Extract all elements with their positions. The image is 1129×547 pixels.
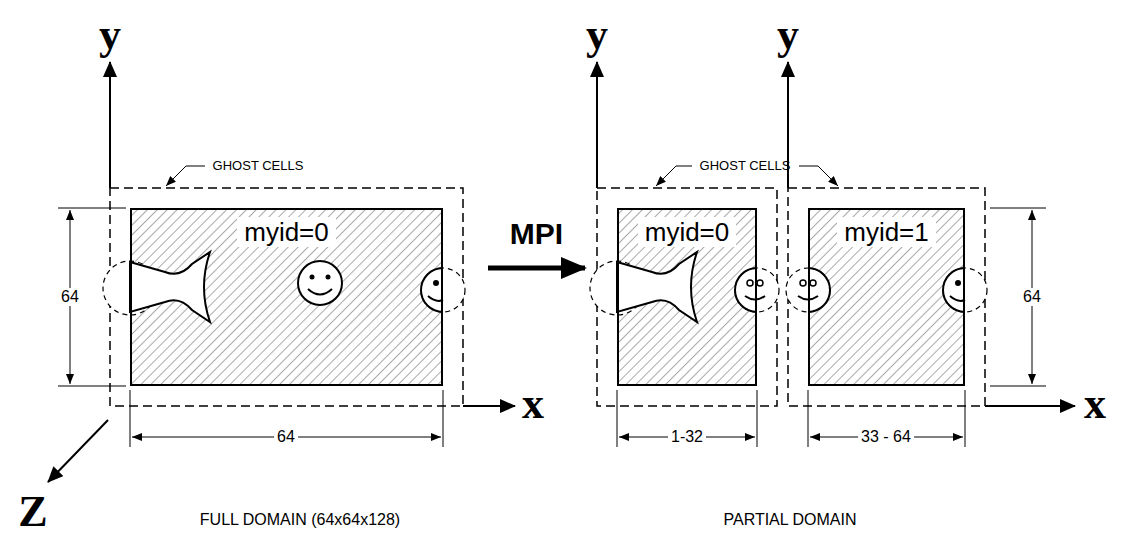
drawing-part (463, 405, 515, 407)
domain-box: myid=1 (808, 208, 965, 386)
dimension-label: 1-32 (668, 428, 706, 446)
label-text: 33 - 64 (861, 428, 911, 446)
label-text: 64 (277, 428, 295, 446)
drawing-part (310, 275, 315, 280)
drawing-part (326, 275, 331, 280)
label-text: Z (18, 488, 47, 536)
fish-figure (103, 252, 210, 322)
label-text: FULL DOMAIN (64x64x128) (200, 511, 400, 529)
drawing-part (433, 280, 439, 286)
label-text: GHOST CELLS (213, 158, 304, 174)
label-text: x (1084, 380, 1106, 428)
drawing-part (943, 268, 987, 312)
drawing-part (130, 390, 131, 447)
domain-box: myid=0 (617, 208, 757, 386)
callout-label: GHOST CELLS (700, 158, 791, 174)
hatch-fill (617, 208, 757, 386)
axis-label: y (99, 11, 121, 59)
label-text: 64 (61, 288, 79, 306)
arrow-label: MPI (506, 217, 567, 251)
dimension-label: 33 - 64 (858, 428, 914, 446)
caption-label: PARTIAL DOMAIN (723, 511, 856, 529)
drawing-part (799, 166, 838, 186)
drawing-part (985, 405, 1075, 407)
drawing-part (965, 390, 966, 447)
drawing-part (48, 420, 108, 482)
drawing-part (428, 296, 443, 301)
drawing-part (421, 268, 465, 312)
drawing-part (443, 390, 444, 447)
dimension-label: 64 (58, 288, 82, 306)
hatch-fill (808, 208, 965, 386)
drawing-part (745, 296, 765, 300)
drawing-part (757, 280, 763, 286)
label-text: 1-32 (671, 428, 703, 446)
drawing-part (800, 280, 806, 286)
axis-label: x (1084, 380, 1106, 428)
axis-label: x (522, 380, 544, 428)
drawing-part (656, 166, 692, 186)
drawing-part (808, 390, 809, 447)
process-id-label: myid=0 (638, 217, 737, 247)
axis-arrow (48, 62, 1075, 482)
drawing-part (58, 208, 126, 209)
drawing-part (166, 166, 205, 186)
boundary-smiley (943, 268, 987, 312)
boundary-smiley (421, 268, 465, 312)
axis-label: y (777, 11, 799, 59)
drawing-part (810, 280, 816, 286)
drawing-part (943, 268, 965, 312)
hatch-fill (130, 208, 443, 386)
axis-label: Z (18, 488, 47, 536)
drawing-part (110, 188, 463, 406)
drawing-part (617, 390, 618, 447)
transfer-arrow (488, 266, 585, 271)
label-text: x (522, 380, 544, 428)
ghost-cell-outline (110, 188, 985, 406)
drawing-part (747, 280, 753, 286)
label-text: y (99, 11, 121, 59)
label-text: 64 (1023, 288, 1041, 306)
drawing-part (58, 386, 126, 387)
label-text: y (586, 11, 608, 59)
axis-label: y (586, 11, 608, 59)
drawing-part (109, 62, 111, 188)
drawing-part (421, 268, 443, 312)
process-id-label: myid=0 (237, 217, 336, 247)
drawing-part (308, 289, 332, 295)
drawing-part (130, 252, 210, 322)
dimension-line (58, 208, 1046, 447)
domain-box: myid=0 (130, 208, 443, 386)
drawing-part (808, 268, 830, 312)
drawing-part (990, 208, 1046, 209)
label-text: y (777, 11, 799, 59)
caption-label: FULL DOMAIN (64x64x128) (200, 511, 400, 529)
process-id-label: myid=1 (837, 217, 936, 247)
drawing-part (298, 261, 342, 305)
drawing-part (990, 386, 1046, 387)
callout-label: GHOST CELLS (213, 158, 304, 174)
boundary-smiley (735, 268, 779, 312)
dimension-label: 64 (274, 428, 298, 446)
label-text: GHOST CELLS (700, 158, 791, 174)
fish-figure (590, 252, 697, 322)
label-text: PARTIAL DOMAIN (723, 511, 856, 529)
drawing-part (955, 280, 961, 286)
smiley-figure (298, 261, 342, 305)
drawing-part (596, 62, 598, 188)
dimension-label: 64 (1020, 288, 1044, 306)
drawing-part (735, 268, 779, 312)
drawing-part (757, 390, 758, 447)
drawing-part (950, 296, 965, 301)
drawing-part (617, 252, 697, 322)
drawing-part (735, 268, 757, 312)
